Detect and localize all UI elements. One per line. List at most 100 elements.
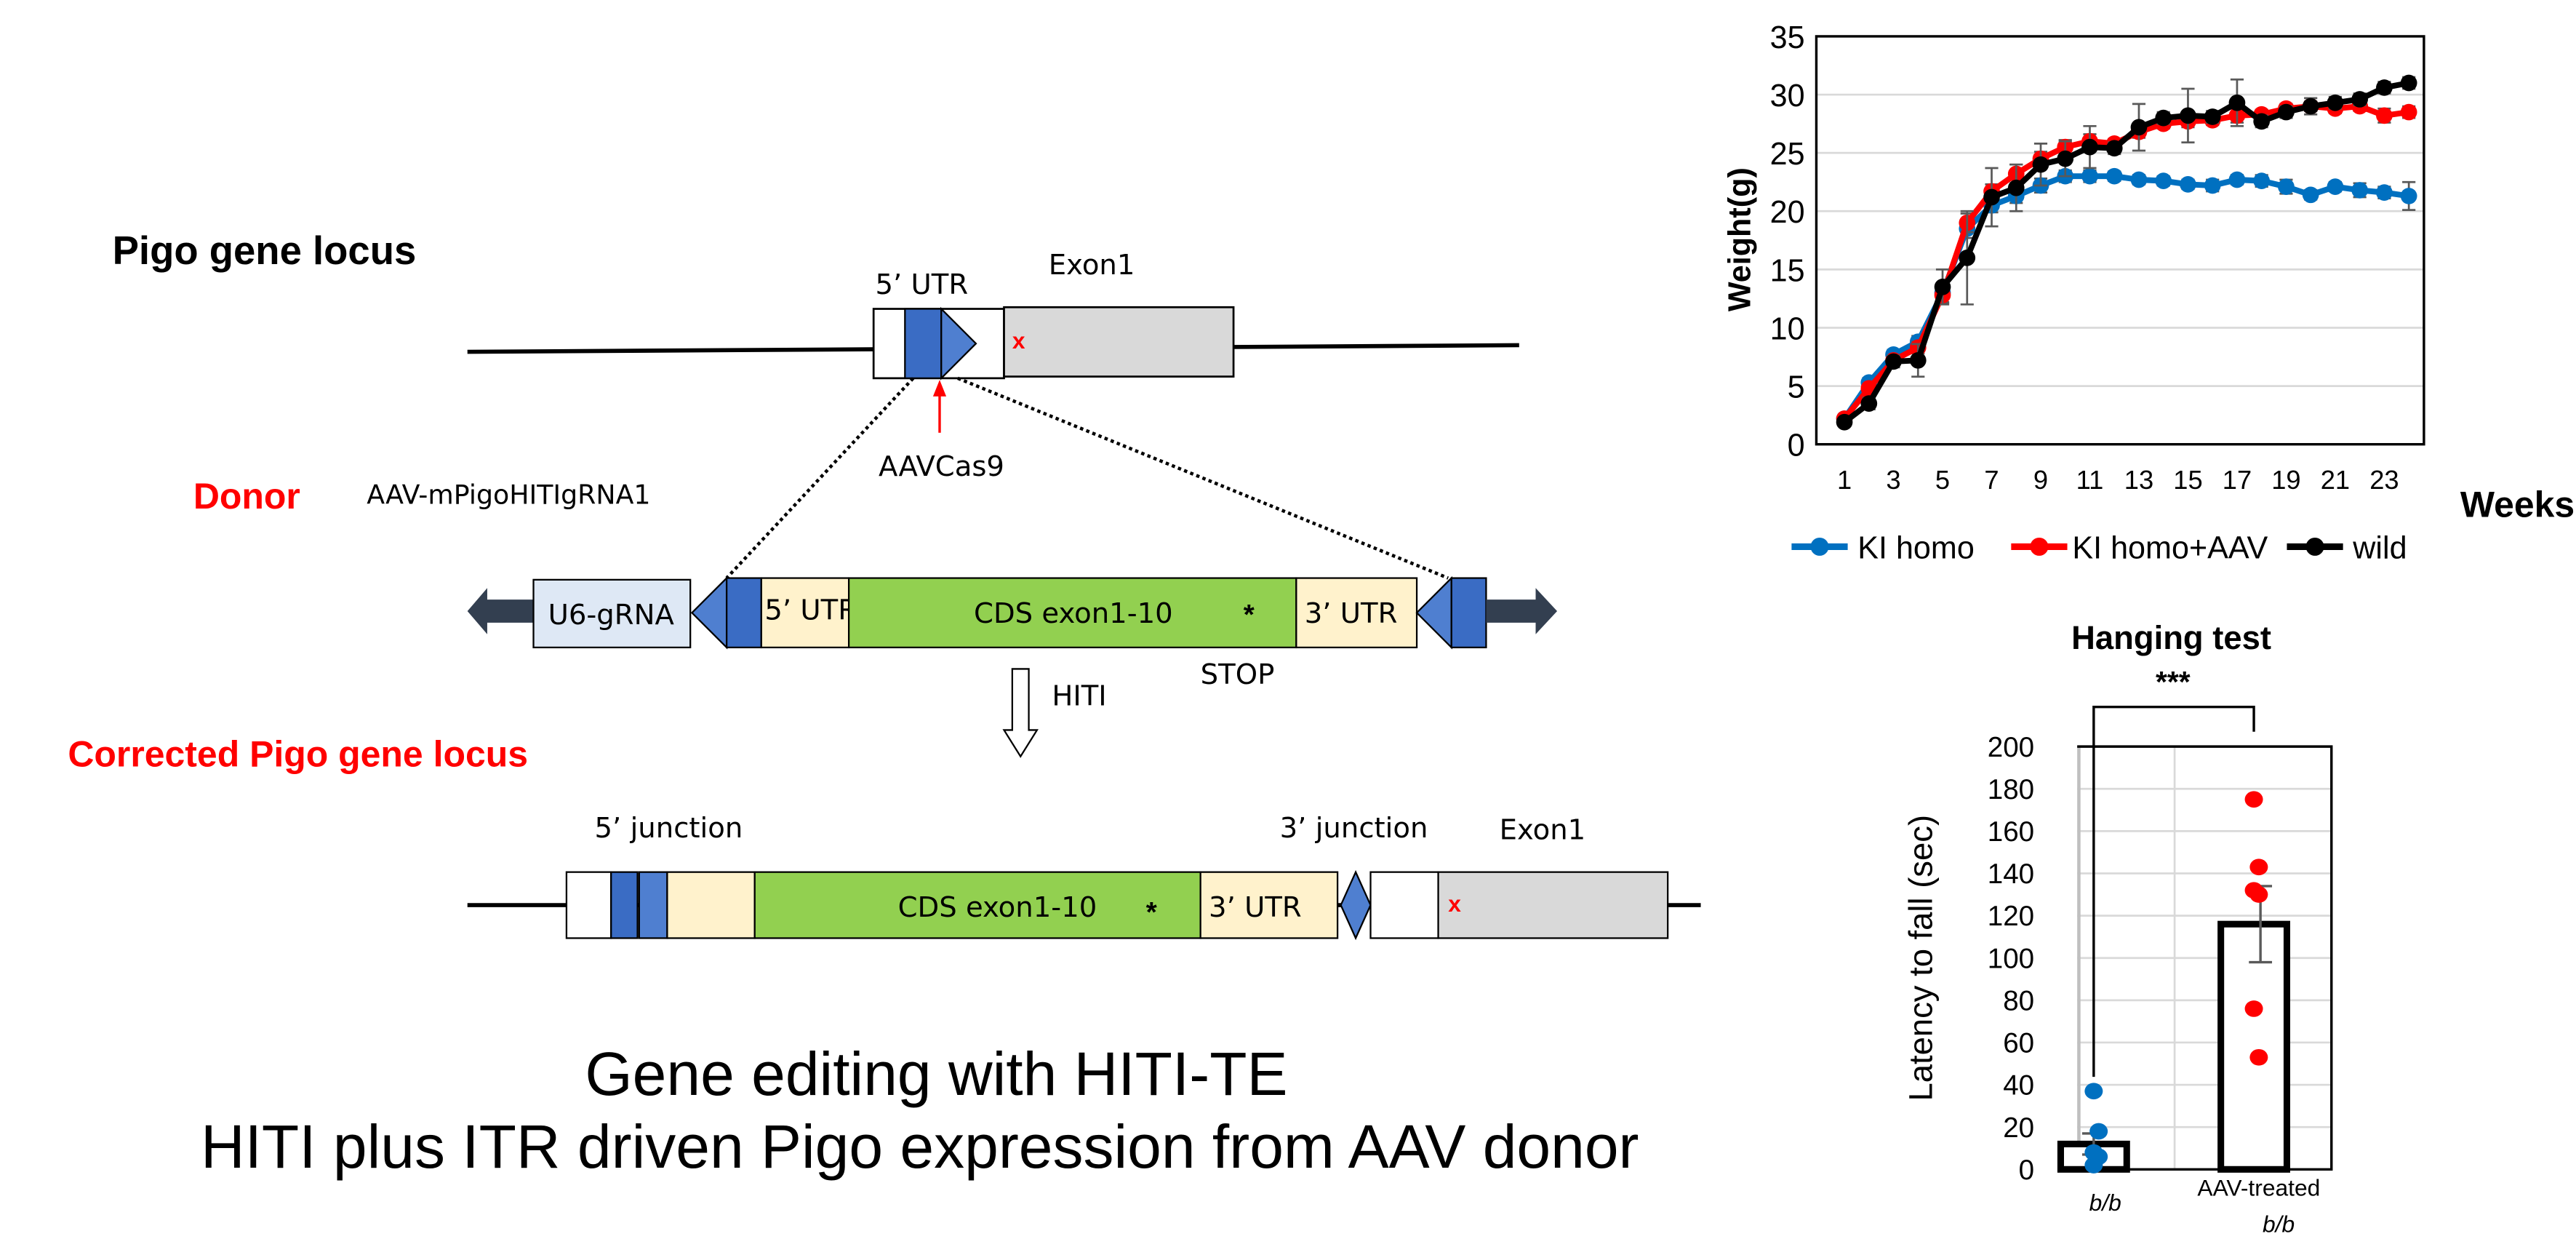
hanging-y-tick: 80: [2003, 985, 2034, 1016]
stop-codon-mark: *: [1244, 599, 1255, 631]
weight-x-tick: 7: [1984, 465, 1999, 495]
legend-marker-ki-homo: [1810, 537, 1829, 556]
grna-target-triangle: [940, 306, 977, 381]
weight-x-tick: 19: [2271, 465, 2300, 495]
data-point-bb: [2089, 1123, 2108, 1140]
corrected-utr5-remnant: [1369, 871, 1439, 939]
hanging-test-chart: Hanging test 020406080100120140160180200…: [1902, 619, 2333, 1238]
corrected-utr3-box: [1199, 871, 1339, 939]
zoom-line-left: [725, 377, 915, 580]
weight-x-tick: 9: [2033, 465, 2048, 495]
hanging-y-tick: 200: [1988, 732, 2034, 763]
data-point-ki-homo: [2278, 178, 2295, 195]
data-point-ki-homo: [2253, 172, 2271, 189]
data-point-aav-treated: [2244, 1000, 2263, 1017]
corrected-utr5-white: [565, 871, 612, 939]
data-point-wild: [1885, 353, 1902, 370]
donor-construct: Donor AAV-mPigoHITIgRNA1 U6-gRNA 5’ UTR …: [193, 476, 1558, 758]
caption-line1: Gene editing with HITI-TE: [585, 1040, 1287, 1108]
weight-x-tick: 1: [1837, 465, 1852, 495]
grna-site-left-triangle: [690, 575, 728, 650]
data-point-wild: [1860, 395, 1878, 412]
donor-utr3-box: [1295, 577, 1418, 649]
data-point-ki-homo-aav: [2376, 107, 2393, 124]
data-point-aav-treated: [2249, 1048, 2268, 1066]
itr-left-arrow-icon: [467, 588, 534, 634]
data-point-wild: [2180, 107, 2196, 124]
donor-label: Donor: [193, 476, 300, 517]
pigo-gene-locus: Pigo gene locus x 5’ UTR Exon1 AAVCas9: [113, 228, 1519, 580]
weight-x-tick: 21: [2321, 465, 2350, 495]
weight-y-tick: 30: [1770, 79, 1805, 113]
hanging-y-tick: 100: [1988, 943, 2034, 974]
junction5-block-a: [610, 871, 639, 939]
weight-y-tick: 35: [1770, 20, 1805, 55]
bar-aav-treated: [2217, 920, 2291, 1173]
corrected-exon1-label: Exon1: [1500, 813, 1586, 846]
data-point-ki-homo: [2327, 178, 2344, 195]
hanging-plot-frame: [2077, 745, 2333, 1171]
junction3-label: 3’ junction: [1280, 812, 1428, 845]
significance-bracket: [2092, 705, 2255, 1077]
data-point-ki-homo: [2302, 186, 2319, 204]
data-point-wild: [2228, 94, 2246, 111]
grna-site-left-block: [725, 577, 762, 649]
hanging-y-tick: 180: [1988, 774, 2034, 805]
weight-x-tick: 13: [2124, 465, 2153, 495]
hanging-y-axis-label: Latency to fall (sec): [1902, 815, 1939, 1101]
data-point-wild: [2204, 108, 2221, 125]
data-point-wild: [2130, 119, 2148, 136]
hanging-y-tick: 20: [2003, 1112, 2034, 1144]
weight-y-tick: 15: [1770, 253, 1805, 288]
target-site-block: [904, 308, 943, 380]
grna-site-right-block: [1450, 577, 1487, 649]
junction5-label: 5’ junction: [595, 812, 743, 845]
cas9-label: AAVCas9: [879, 450, 1004, 483]
weight-y-tick: 10: [1770, 311, 1805, 346]
data-point-wild: [2105, 140, 2123, 157]
hanging-y-tick: 120: [1988, 901, 2034, 932]
data-point-wild: [2351, 91, 2369, 108]
data-point-ki-homo: [2351, 182, 2369, 199]
corrected-locus: Corrected Pigo gene locus 5’ junction 3’…: [68, 733, 1701, 941]
hiti-down-arrow-icon: [1002, 668, 1039, 758]
data-point-wild: [2032, 156, 2049, 173]
junction5-block-b: [638, 871, 668, 939]
corrected-mutation-mark: x: [1448, 891, 1461, 917]
hanging-title: Hanging test: [2071, 619, 2271, 656]
utr5-label: 5’ UTR: [875, 268, 968, 301]
caption-line2: HITI plus ITR driven Pigo expression fro…: [201, 1112, 1639, 1181]
data-point-ki-homo: [2376, 184, 2393, 201]
weight-y-tick: 25: [1770, 137, 1805, 172]
grna-site-right-triangle: [1415, 575, 1452, 650]
data-point-aav-treated: [2249, 858, 2268, 876]
hiti-label: HITI: [1052, 680, 1106, 712]
significance-stars: ***: [2156, 665, 2191, 698]
corrected-title: Corrected Pigo gene locus: [68, 733, 528, 774]
data-point-ki-homo: [2155, 172, 2172, 189]
donor-name: AAV-mPigoHITIgRNA1: [367, 479, 650, 510]
cds-label: CDS exon1-10: [974, 597, 1173, 630]
hanging-y-tick: 60: [2003, 1028, 2034, 1059]
weight-x-tick: 11: [2076, 465, 2104, 495]
weight-y-tick: 0: [1788, 429, 1805, 463]
data-point-wild: [1983, 188, 2000, 206]
corrected-stop-mark: *: [1146, 897, 1157, 928]
exon1-box: [1003, 306, 1235, 378]
corrected-utr3-label: 3’ UTR: [1209, 891, 1302, 924]
donor-utr3-label: 3’ UTR: [1305, 597, 1398, 630]
data-point-wild: [2057, 150, 2074, 167]
data-point-ki-homo: [2204, 177, 2221, 194]
donor-utr5-label: 5’ UTR: [764, 594, 857, 626]
corrected-utr5-box: [666, 871, 756, 939]
data-point-ki-homo: [2180, 176, 2196, 193]
legend-label-ki-homo: KI homo: [1857, 530, 1975, 565]
data-point-wild: [2007, 179, 2025, 196]
x-label-bb: b/b: [2089, 1190, 2121, 1216]
corrected-cds-label: CDS exon1-10: [898, 891, 1097, 924]
data-point-aav-treated: [2249, 886, 2268, 903]
data-point-wild: [2081, 138, 2098, 156]
